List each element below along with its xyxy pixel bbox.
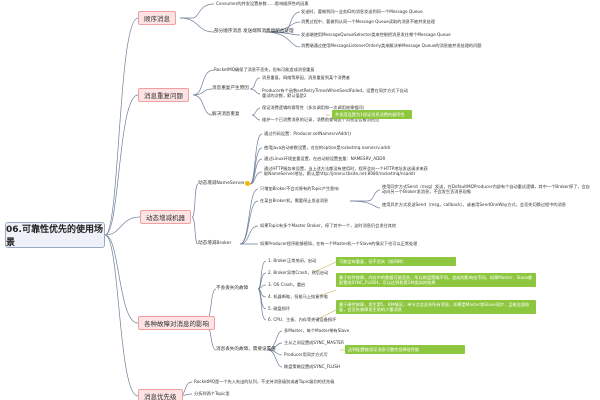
- sub-resolve-duplicates[interactable]: 解决消息重复: [212, 112, 240, 117]
- leaf-sync-flush: 刷盘策略设置成SYNC_FLUSH: [284, 364, 341, 369]
- leaf-set-namesrv-code: 通过代码设置：Producer.setNamesrvAddr(): [264, 131, 352, 136]
- topic-failure-impact[interactable]: 各种故障对消息的影响: [138, 316, 215, 330]
- sub-no-loss-failures[interactable]: 不会丢失的故障: [216, 286, 249, 291]
- leaf-os-crash: 3. OS Crash，重启: [268, 282, 306, 287]
- leaf-network-duplicate: 消息重复，网络等原因，消息重复到某个消费者: [262, 75, 350, 80]
- leaf-broker-crash: 2. Broker异常Crash，然后启动: [268, 270, 329, 275]
- topic-sequential-messages[interactable]: 顺序消息: [138, 11, 176, 25]
- note-hardware-fault: 属于硬件故障，发生第5、6种情况，单节点会丢失所有消息，如果是Master和Sl…: [336, 300, 536, 314]
- sub-dynamic-broker[interactable]: 动态增减Broker: [198, 241, 232, 246]
- leaf-broker-normal-close: 1. Broker正常关闭，启动: [268, 258, 317, 263]
- leaf-retry-times: Producer有个函数setRetryTimesWhenSendFailed，…: [262, 88, 409, 98]
- leaf-producer-aware: 如果Producer程序能够感知，在有一个Master机一个Slave的情况下也…: [260, 241, 418, 246]
- leaf-same-queue-send: 发送时，要做到同一业务ID的消息发送到同一个Message Queue: [301, 9, 423, 14]
- leaf-master-slave: 多Master，每个Master带有Slave: [284, 328, 350, 333]
- leaf-power-loss: 4. 机器断电，但能马上恢复供电: [268, 294, 328, 299]
- leaf-fifo-no-priority: RocketMQ是一个先入先出的队列，不支持消息级别或者Topic级别的优先级: [194, 379, 335, 384]
- leaf-listener-orderly: 消费端通过使用MessageListenerOrderly类来解决单Messag…: [301, 43, 482, 48]
- sub-partial-order[interactable]: 部分顺序消息: [214, 29, 242, 34]
- topic-dynamic-scaling[interactable]: 动态增减机器: [140, 210, 191, 224]
- leaf-sync-send: 使用同步方式Send（msg）发送，在DefaultMQProducer内部有个…: [382, 184, 590, 194]
- star-marker-icon: [245, 181, 250, 186]
- sub-loss-failures[interactable]: 消息丢失的故障，需要设置值: [216, 347, 276, 352]
- sub-send-consume-coop[interactable]: 发送端和消费端配合处理: [243, 29, 294, 34]
- note-may-duplicate: 可能会有重复，但不丢失（前四种）: [336, 257, 456, 266]
- leaf-sync-master: 主从之间设置成SYNC_MASTER: [284, 340, 344, 345]
- leaf-async-send: 使用异步方式发送Send（msg，callback），或者用SendOneWay…: [382, 202, 566, 207]
- leaf-stop-broker: 在某台Broker机，需要停止发送消息: [260, 198, 329, 203]
- leaf-disk-damage: 5. 磁盘损坏: [268, 306, 291, 311]
- sub-duplicate-causes[interactable]: 消息重复产生原因: [212, 86, 249, 91]
- note-concurrency-one: 并发度设置为1保证消息消费的顺序性: [332, 110, 412, 119]
- leaf-no-concurrent-read: 消费过程中，要做到从同一个Message Queue读取的消息不被并发处理: [301, 19, 435, 24]
- leaf-multi-master: 如果Topic有多个Master Broker，停了其中一个，这时消息仍会发往其…: [260, 223, 397, 228]
- sub-dynamic-nameserver[interactable]: 动态增减NameServer: [198, 181, 245, 186]
- leaf-idempotent: 保证消费逻辑的幂等性（多次调用和一次调用效果相同）: [262, 105, 367, 110]
- note-software-fault: 属于软件故障，内存中的数据可能丢失，所以刷盘策略不同，造成的影响也不同，如果Ma…: [336, 273, 536, 287]
- root-node[interactable]: 06.可靠性优先的使用场景: [5, 222, 105, 248]
- leaf-hardware-damage: 6. CPU、主板、内存等关键设备损坏: [268, 317, 337, 322]
- leaf-consumed-record: 维护一个已消费消息的记录，消费前查询这个消息是否被消费过: [262, 117, 380, 122]
- note-reliability-tradeoff: 这种配置能保证消息可靠性但降低性能: [345, 345, 465, 354]
- leaf-queue-selector: 发送端使用MessageQueueSelector类来控制把消息发往哪个Mess…: [301, 32, 451, 37]
- leaf-producer-sync: Producer用同步方式写: [284, 352, 328, 357]
- leaf-consumer-concurrency: Consumer的并发设置参数……影响顺序性的因素: [216, 1, 309, 6]
- leaf-http-service: 通过HTTP服务来设置，当上述方法都没有使用时，程序会向一个HTTP地址发送请求…: [264, 166, 428, 176]
- leaf-no-loss-may-duplicate: RocketMQ确保了消息不丢失，但有可能造成消息重复: [214, 67, 315, 72]
- topic-message-priority[interactable]: 消息优先级: [138, 389, 183, 400]
- leaf-java-option: 使用Java启动参数设置，对应的option是rocketmq.namesrv.…: [264, 145, 391, 150]
- leaf-add-broker: 只增加Broker不会对原有的Topic产生影响: [260, 186, 339, 191]
- leaf-linux-env: 通过Linux环境变量设置，在启动前设置变量：NAMESRV_ADDR: [264, 156, 386, 161]
- leaf-split-topics: 分拆到两个Topic里: [194, 391, 230, 396]
- topic-duplicate-messages[interactable]: 消息重复问题: [138, 88, 189, 102]
